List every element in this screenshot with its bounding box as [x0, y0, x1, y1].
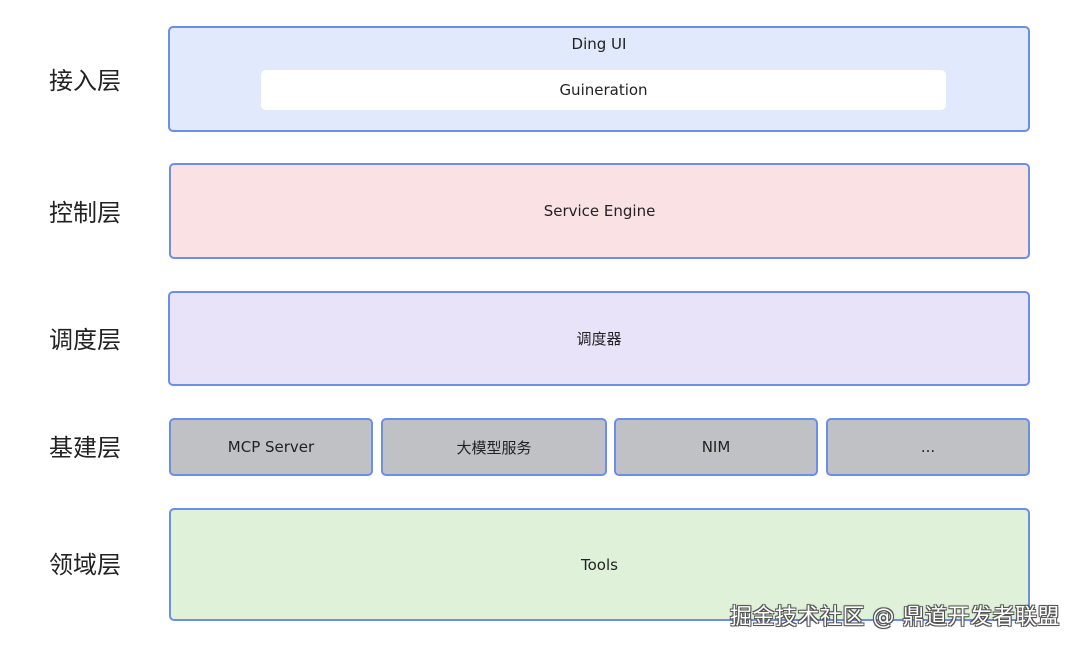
guineration-box: Guineration [261, 70, 946, 110]
layer-label-access: 接入层 [49, 67, 121, 95]
scheduler-label: 调度器 [576, 330, 622, 348]
infra-box-label: NIM [701, 438, 731, 456]
infra-box-nim: NIM [614, 418, 818, 476]
layer-label-domain: 领域层 [49, 551, 121, 579]
domain-layer-box: Tools [169, 508, 1030, 621]
layer-label-control: 控制层 [49, 199, 121, 227]
access-layer-box: Ding UI Guineration [168, 26, 1030, 132]
infra-box-llm-service: 大模型服务 [381, 418, 607, 476]
layer-label-infra: 基建层 [49, 434, 121, 462]
infra-box-mcp-server: MCP Server [169, 418, 373, 476]
watermark-text: 掘金技术社区 @ 鼎道开发者联盟 [730, 605, 1060, 630]
infra-box-label: ... [920, 438, 936, 456]
control-layer-box: Service Engine [169, 163, 1030, 259]
ding-ui-label: Ding UI [571, 35, 627, 53]
infra-box-label: MCP Server [227, 438, 315, 456]
infra-box-label: 大模型服务 [456, 438, 532, 457]
service-engine-label: Service Engine [543, 202, 656, 220]
guineration-label: Guineration [559, 81, 648, 99]
schedule-layer-box: 调度器 [168, 291, 1030, 386]
infra-box-more: ... [826, 418, 1030, 476]
tools-label: Tools [581, 555, 618, 574]
layer-label-schedule: 调度层 [49, 326, 121, 354]
